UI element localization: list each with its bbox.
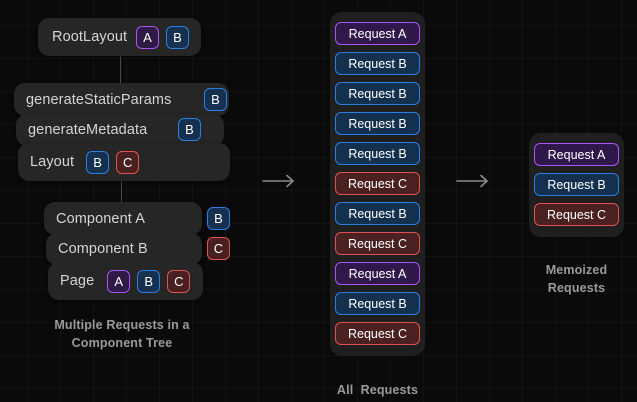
panel-memoized-requests: Request A Request B Request C <box>529 133 624 237</box>
node-layout[interactable]: Layout B C <box>18 143 230 181</box>
request-pill[interactable]: Request B <box>335 112 420 135</box>
connector-rootlayout-to-layout-group <box>120 55 121 83</box>
node-label: generateStaticParams <box>26 91 172 108</box>
badge-group: B C <box>86 150 140 174</box>
node-generatemetadata[interactable]: generateMetadata B <box>16 114 224 146</box>
request-pill[interactable]: Request B <box>335 82 420 105</box>
badge-group: A B C <box>107 269 191 293</box>
request-pill[interactable]: Request A <box>335 22 420 45</box>
request-pill[interactable]: Request A <box>335 262 420 285</box>
caption-all-requests: All Requests <box>336 383 419 397</box>
node-component-b[interactable]: Component B C <box>46 233 230 265</box>
badge-request-b: B <box>86 150 110 174</box>
panel-all-requests: Request A Request B Request B Request B … <box>330 12 425 356</box>
node-generatestaticparams[interactable]: generateStaticParams B <box>14 83 229 116</box>
node-label: Page <box>60 273 95 289</box>
node-label: Layout <box>30 154 75 170</box>
node-label: Component B <box>58 241 148 257</box>
memoized-request-pill[interactable]: Request A <box>534 143 619 166</box>
request-pill[interactable]: Request C <box>335 322 420 345</box>
caption-line-2: Requests <box>547 281 606 296</box>
badge-request-b: B <box>166 25 189 49</box>
request-pill[interactable]: Request C <box>335 232 420 255</box>
badge-request-c: C <box>116 150 140 174</box>
badge-request-b: B <box>207 207 230 230</box>
badge-request-a: A <box>136 25 159 49</box>
caption-memoized-requests: Memoized Requests <box>519 261 634 297</box>
badge-group: A B <box>136 25 189 49</box>
badge-request-c: C <box>207 237 230 260</box>
caption-line-2: Component Tree <box>71 336 173 351</box>
badge-request-b: B <box>178 118 201 141</box>
badge-request-b: B <box>204 88 227 111</box>
badge-request-c: C <box>167 269 191 293</box>
memoized-request-pill[interactable]: Request B <box>534 173 619 196</box>
memoized-request-pill[interactable]: Request C <box>534 203 619 226</box>
node-rootlayout[interactable]: RootLayout A B <box>38 18 201 56</box>
connector-layout-group-to-component-group <box>121 177 122 202</box>
request-pill[interactable]: Request C <box>335 172 420 195</box>
request-pill[interactable]: Request B <box>335 292 420 315</box>
node-label: generateMetadata <box>28 122 148 138</box>
node-label: RootLayout <box>52 29 128 45</box>
arrow-all-to-memoized-icon <box>456 172 492 195</box>
request-pill[interactable]: Request B <box>335 142 420 165</box>
caption-component-tree: Multiple Requests in a Component Tree <box>24 316 220 352</box>
caption-line-1: Memoized <box>545 263 608 277</box>
arrow-tree-to-all-icon <box>262 172 298 195</box>
caption-line-1: Multiple Requests in a <box>54 318 190 332</box>
badge-request-a: A <box>107 269 131 293</box>
node-page[interactable]: Page A B C <box>48 262 203 300</box>
request-pill[interactable]: Request B <box>335 52 420 75</box>
request-pill[interactable]: Request B <box>335 202 420 225</box>
node-component-a[interactable]: Component A B <box>44 202 230 235</box>
node-label: Component A <box>56 210 145 227</box>
badge-request-b: B <box>137 269 161 293</box>
